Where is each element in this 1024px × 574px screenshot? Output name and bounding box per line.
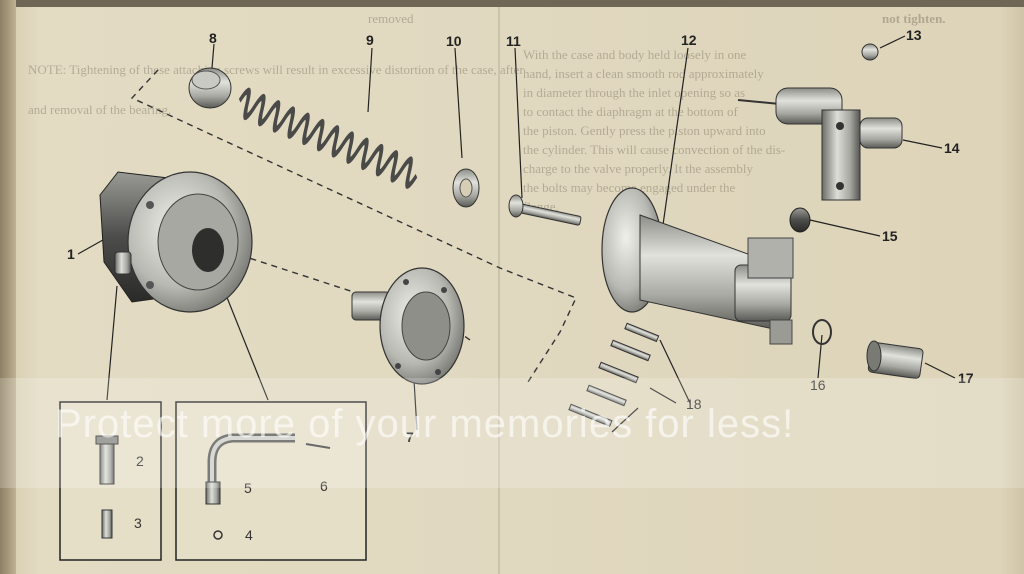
part-8-cup (188, 67, 232, 109)
part-16-o-ring (812, 319, 832, 345)
ghost-line-5: the piston. Gently press the piston upwa… (523, 123, 766, 138)
ghost-note: NOTE: Tightening of these attaching scre… (28, 62, 524, 77)
callout-14: 14 (944, 140, 960, 156)
dashed-assembly-path (130, 69, 577, 383)
callout-18: 18 (686, 396, 702, 412)
part-9-spring (238, 87, 418, 189)
ghost-line-4: to contact the diaphragm at the bottom o… (523, 104, 738, 119)
callout-10: 10 (446, 33, 462, 49)
watermark-band (0, 378, 1024, 488)
inset-box-left (59, 401, 162, 561)
ghost-line-8: the bolts may become engaged under the (523, 180, 736, 195)
ghost-line-6: the cylinder. This will cause convection… (523, 142, 786, 157)
ghost-heading: not tighten. (882, 11, 946, 26)
ghost-line-7: charge to the valve properly. It the ass… (523, 161, 753, 176)
ghost-line-2: hand, insert a clean smooth rod approxim… (523, 66, 764, 81)
callout-15: 15 (882, 228, 898, 244)
column-divider (498, 7, 500, 574)
ghost-note-2: and removal of the bearing. (28, 102, 172, 117)
page-top-edge (16, 0, 1024, 7)
part-17-fitting (866, 340, 924, 379)
part-1-pump-housing (99, 171, 253, 313)
part-15-plug (789, 207, 811, 233)
callout-16: 16 (810, 377, 826, 393)
watermark-text: Protect more of your memories for less! (55, 402, 795, 446)
part-12-cylinder-body (601, 187, 794, 345)
callout-12: 12 (681, 32, 697, 48)
callout-9: 9 (366, 32, 374, 48)
callout-11: 11 (506, 33, 521, 49)
callout-7: 7 (406, 429, 414, 445)
part-7-diaphragm-flange (351, 267, 465, 385)
ghost-line-3: in diameter through the inlet opening so… (523, 85, 746, 100)
callout-8: 8 (209, 30, 217, 46)
ghost-fragment: removed (368, 11, 414, 26)
part-14-solenoid (737, 87, 903, 201)
part-11-bolt (508, 194, 582, 226)
part-13-nut (861, 43, 879, 61)
inset-box-right (175, 401, 367, 561)
callout-2: 2 (136, 453, 144, 469)
part-18-screws (568, 322, 660, 427)
ghost-line-1: With the case and body held loosely in o… (523, 47, 747, 62)
callout-1: 1 (67, 246, 75, 262)
callout-4: 4 (245, 527, 253, 543)
callout-5: 5 (244, 480, 252, 496)
part-10-washer (452, 168, 480, 208)
binding-edge (0, 0, 16, 574)
callout-13: 13 (906, 27, 922, 43)
callout-6: 6 (320, 478, 328, 494)
callout-3: 3 (134, 515, 142, 531)
callout-17: 17 (958, 370, 974, 386)
